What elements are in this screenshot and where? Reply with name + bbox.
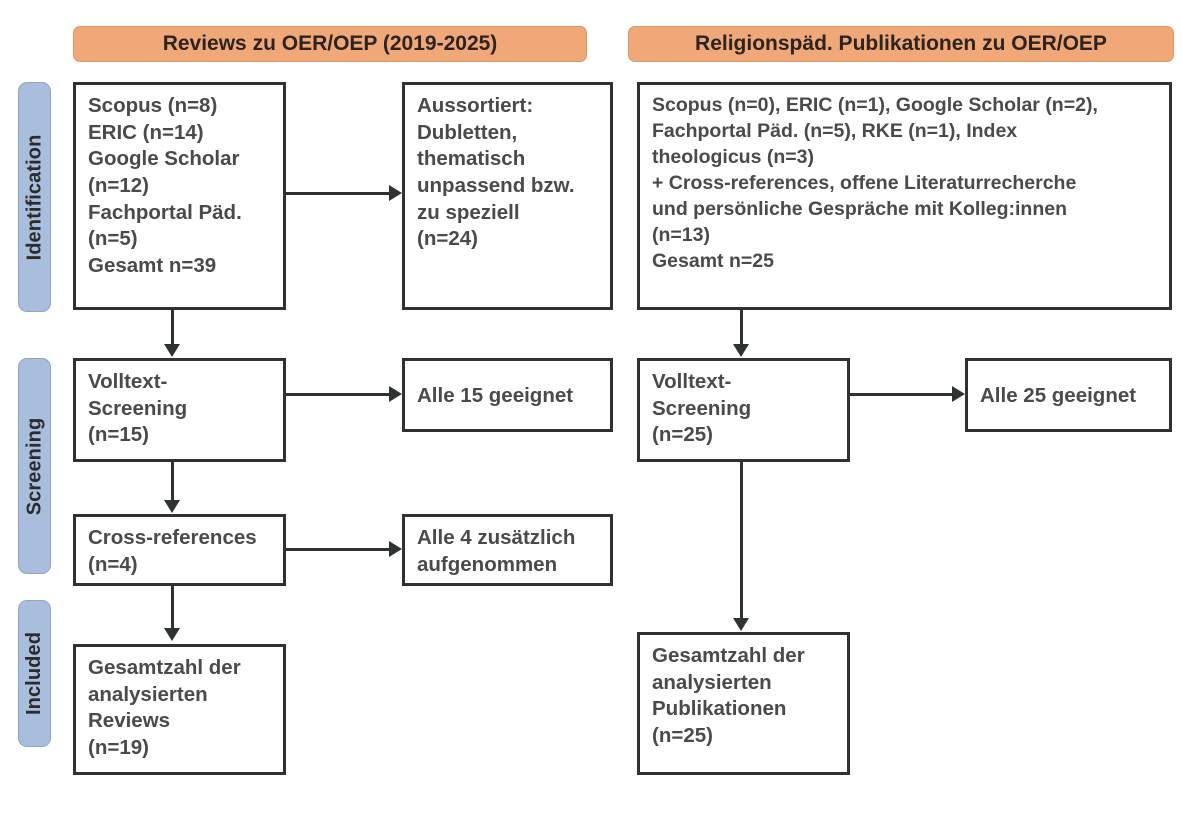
connector-right-sources-to-fulltext <box>740 310 743 344</box>
box-right-sources: Scopus (n=0), ERIC (n=1), Google Scholar… <box>637 82 1172 310</box>
phase-label-included: Included <box>23 631 45 716</box>
box-left-fulltext-result: Alle 15 geeignet <box>402 358 613 432</box>
column-header-reviews: Reviews zu OER/OEP (2019-2025) <box>73 26 587 62</box>
connector-left-crossrefs-to-included <box>171 586 174 628</box>
phase-label-identification: Identification <box>23 134 45 260</box>
connector-left-fulltext-to-result <box>286 393 389 396</box>
arrowhead-left-crossrefs-to-included <box>164 628 180 641</box>
column-header-reviews-label: Reviews zu OER/OEP (2019-2025) <box>162 32 498 55</box>
phase-bar-identification: Identification <box>18 82 51 312</box>
arrowhead-right-fulltext-to-result <box>952 386 965 402</box>
box-right-included: Gesamtzahl der analysierten Publikatione… <box>637 632 850 775</box>
column-header-publikationen-label: Religionspäd. Publikationen zu OER/OEP <box>695 32 1107 55</box>
phase-bar-screening: Screening <box>18 358 51 574</box>
box-left-included: Gesamtzahl der analysierten Reviews (n=1… <box>73 644 286 775</box>
connector-left-sources-to-excluded <box>286 192 389 195</box>
phase-bar-included: Included <box>18 600 51 747</box>
arrowhead-right-sources-to-fulltext <box>733 344 749 357</box>
connector-right-fulltext-to-included <box>740 462 743 618</box>
box-right-fulltext-screening: Volltext- Screening (n=25) <box>637 358 850 462</box>
arrowhead-left-sources-to-excluded <box>389 185 402 201</box>
arrowhead-left-fulltext-to-crossrefs <box>164 500 180 513</box>
connector-left-fulltext-to-crossrefs <box>171 462 174 500</box>
arrowhead-left-sources-to-fulltext <box>164 344 180 357</box>
box-right-fulltext-result: Alle 25 geeignet <box>965 358 1172 432</box>
arrowhead-left-fulltext-to-result <box>389 386 402 402</box>
connector-left-sources-to-fulltext <box>171 310 174 344</box>
arrowhead-right-fulltext-to-included <box>733 618 749 631</box>
connector-right-fulltext-to-result <box>850 393 952 396</box>
box-left-cross-references: Cross-references (n=4) <box>73 514 286 586</box>
box-left-cross-references-result: Alle 4 zusätzlich aufgenommen <box>402 514 613 586</box>
column-header-publikationen: Religionspäd. Publikationen zu OER/OEP <box>628 26 1174 62</box>
phase-label-screening: Screening <box>23 417 46 515</box>
box-left-excluded: Aussortiert: Dubletten, thematisch unpas… <box>402 82 613 310</box>
connector-left-crossrefs-to-result <box>286 548 389 551</box>
arrowhead-left-crossrefs-to-result <box>389 541 402 557</box>
box-left-fulltext-screening: Volltext- Screening (n=15) <box>73 358 286 462</box>
box-left-sources: Scopus (n=8) ERIC (n=14) Google Scholar … <box>73 82 286 310</box>
